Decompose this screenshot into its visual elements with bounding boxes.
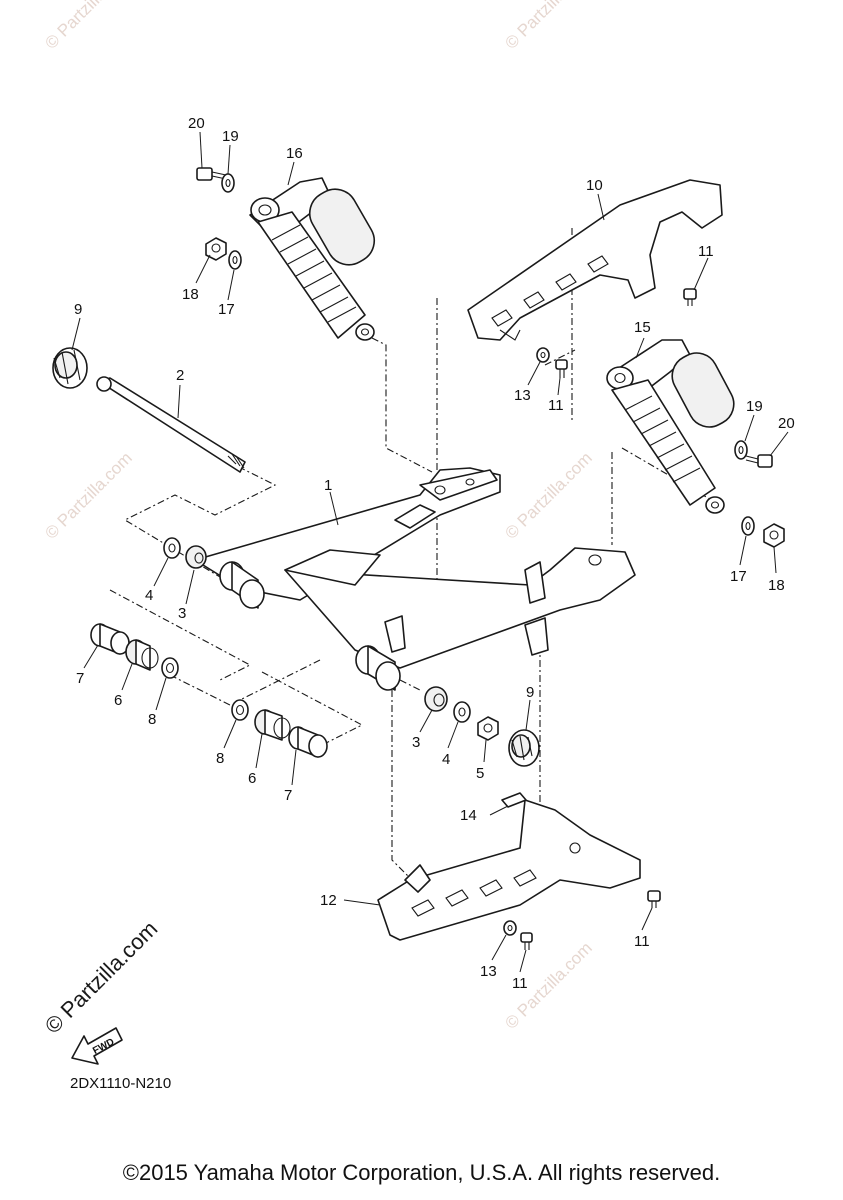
callout-11-upper-right: 11 bbox=[698, 243, 714, 260]
nut-18-right bbox=[763, 523, 785, 548]
oil-seal-3-left bbox=[185, 545, 207, 569]
watermark: © Partzilla.com bbox=[41, 448, 135, 542]
callout-1: 1 bbox=[324, 477, 332, 494]
callout-7-left: 7 bbox=[76, 670, 84, 687]
oil-seal-3-right bbox=[424, 686, 448, 712]
pivot-shaft bbox=[96, 376, 246, 473]
callout-13-upper: 13 bbox=[514, 387, 531, 404]
diagram-code: 2DX1110-N210 bbox=[70, 1075, 171, 1092]
callout-20-right: 20 bbox=[778, 415, 795, 432]
callout-9-left: 9 bbox=[74, 301, 82, 318]
partzilla-brand-mark: © Partzilla.com bbox=[40, 916, 163, 1039]
rear-shock-right bbox=[606, 339, 735, 514]
callout-17-upper: 17 bbox=[218, 301, 235, 318]
callout-9-right: 9 bbox=[526, 684, 534, 701]
washer-19-upper bbox=[221, 173, 235, 193]
bolt-11-upper-right bbox=[683, 288, 697, 306]
swingarm bbox=[194, 467, 636, 691]
callout-3-right: 3 bbox=[412, 734, 420, 751]
callout-7-right: 7 bbox=[284, 787, 292, 804]
bolt-20-upper bbox=[196, 167, 227, 181]
collar-13-upper bbox=[536, 347, 550, 363]
callout-11-lower-right: 11 bbox=[634, 933, 650, 950]
chain-guard-lower bbox=[377, 799, 641, 941]
callout-16: 16 bbox=[286, 145, 303, 162]
callout-17-right: 17 bbox=[730, 568, 747, 585]
callout-4-right: 4 bbox=[442, 751, 450, 768]
copyright-notice: ©2015 Yamaha Motor Corporation, U.S.A. A… bbox=[122, 1160, 721, 1185]
callout-3-left: 3 bbox=[178, 605, 186, 622]
callout-12: 12 bbox=[320, 892, 337, 909]
callout-8-left: 8 bbox=[148, 711, 156, 728]
watermark: © Partzilla.com bbox=[501, 448, 595, 542]
bearing-6-right bbox=[254, 709, 291, 741]
bolt-11-lower-right bbox=[647, 890, 661, 908]
callout-18-right: 18 bbox=[768, 577, 785, 594]
bolt-20-right bbox=[745, 454, 773, 468]
callout-11-lower: 11 bbox=[512, 975, 528, 992]
pivot-cap-left bbox=[52, 347, 88, 389]
callout-11-upper: 11 bbox=[548, 397, 564, 414]
nut-5 bbox=[477, 716, 499, 741]
callout-8-right: 8 bbox=[216, 750, 224, 767]
chain-guard-upper bbox=[467, 179, 723, 341]
pivot-cap-right bbox=[508, 729, 540, 767]
callout-19-upper: 19 bbox=[222, 128, 239, 145]
callout-6-left: 6 bbox=[114, 692, 122, 709]
callout-13-lower: 13 bbox=[480, 963, 497, 980]
bearing-6-left bbox=[125, 639, 159, 671]
thrust-washer-4-left bbox=[163, 537, 181, 559]
bolt-11-lower bbox=[520, 932, 533, 950]
callout-5: 5 bbox=[476, 765, 484, 782]
callout-4-left: 4 bbox=[145, 587, 153, 604]
callout-6-right: 6 bbox=[248, 770, 256, 787]
callout-14: 14 bbox=[460, 807, 477, 824]
callout-15: 15 bbox=[634, 319, 651, 336]
callout-10: 10 bbox=[586, 177, 603, 194]
forward-arrow-icon: FWD bbox=[71, 1027, 123, 1065]
callout-18-upper: 18 bbox=[182, 286, 199, 303]
watermark: © Partzilla.com bbox=[41, 0, 135, 53]
callout-19-right: 19 bbox=[746, 398, 763, 415]
callout-numbers: 20 19 16 18 17 9 2 1 4 3 7 6 8 8 6 7 3 4… bbox=[74, 115, 795, 992]
rear-shock-left bbox=[249, 177, 376, 341]
callout-2: 2 bbox=[176, 367, 184, 384]
collar-13-lower bbox=[503, 920, 517, 936]
nut-18-upper bbox=[205, 237, 227, 261]
collar-7-right bbox=[288, 726, 328, 758]
bolt-11-upper bbox=[555, 359, 568, 378]
caution-label-14 bbox=[501, 792, 527, 808]
washer-17-upper bbox=[228, 250, 242, 270]
washer-19-right bbox=[734, 440, 748, 460]
thrust-washer-4-right bbox=[453, 701, 471, 723]
callout-20-upper: 20 bbox=[188, 115, 205, 132]
collar-7-left bbox=[90, 623, 130, 655]
leader-lines bbox=[71, 131, 789, 973]
watermark: © Partzilla.com bbox=[501, 0, 595, 53]
seal-8-left bbox=[161, 657, 179, 679]
seal-8-right bbox=[231, 699, 249, 721]
washer-17-right bbox=[741, 516, 755, 536]
